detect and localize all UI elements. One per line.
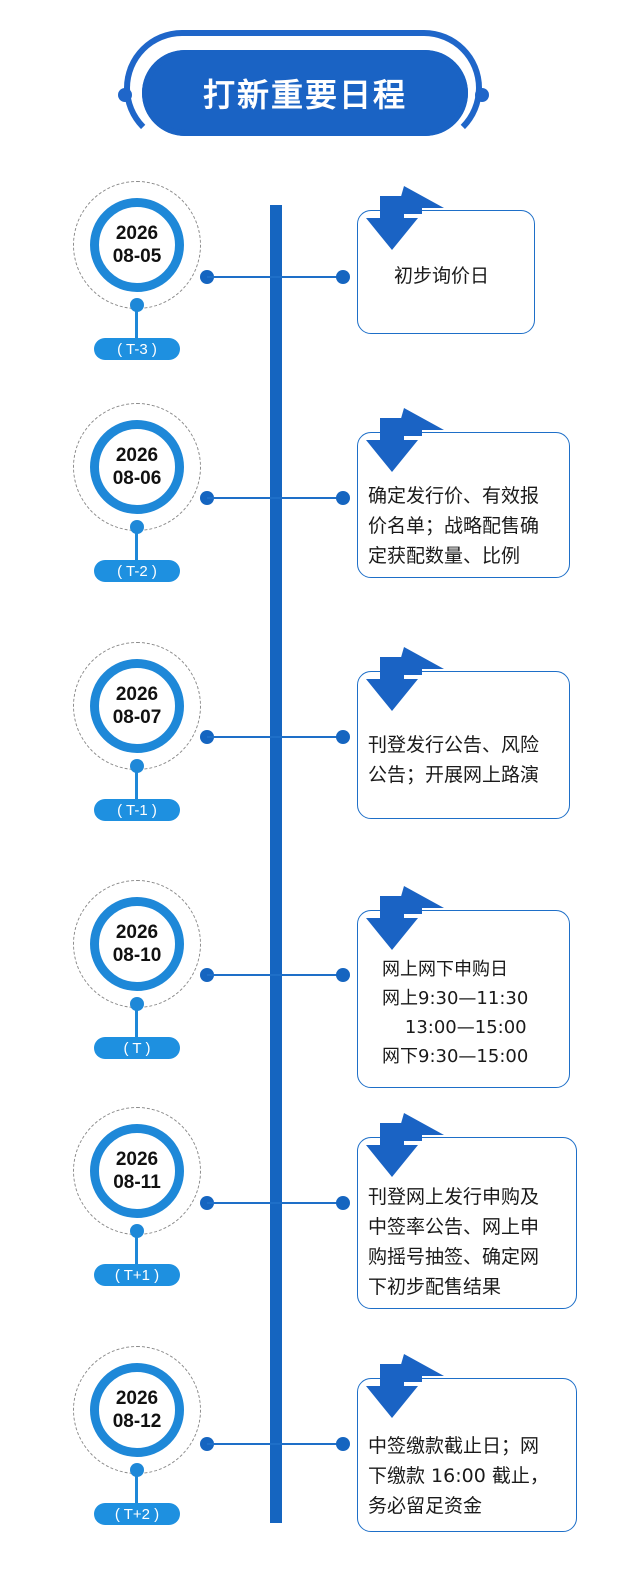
- event-text-line: 中签缴款截止日；网: [368, 1435, 540, 1457]
- stem-line: [135, 1475, 138, 1503]
- date-year: 2026: [115, 922, 159, 943]
- event-text-line: 务必留足资金: [368, 1495, 483, 1517]
- date-year: 2026: [115, 1149, 159, 1170]
- timeline-line: [270, 205, 282, 1523]
- stem-dot: [130, 997, 144, 1011]
- stem-dot: [130, 520, 144, 534]
- connector-dot-right: [336, 730, 350, 744]
- event-text-line: 定获配数量、比例: [368, 545, 521, 567]
- down-arrow-icon: [366, 408, 444, 472]
- connector-line: [207, 974, 343, 976]
- date-day: 08-11: [113, 1172, 161, 1193]
- stem-dot: [130, 1463, 144, 1477]
- title-banner-left-dot: [118, 88, 132, 102]
- date-year: 2026: [115, 445, 159, 466]
- down-arrow-icon: [366, 886, 444, 950]
- event-text-line: 价名单；战略配售确: [368, 515, 540, 537]
- connector-dot-right: [336, 491, 350, 505]
- stem-line: [135, 771, 138, 799]
- date-year: 2026: [115, 1388, 159, 1409]
- date-circle: 2026 08-07: [90, 659, 184, 753]
- event-text-line: 公告；开展网上路演: [368, 764, 540, 786]
- stem-line: [135, 532, 138, 560]
- down-arrow-icon: [366, 647, 444, 711]
- stem-line: [135, 1236, 138, 1264]
- date-circle: 2026 08-11: [90, 1124, 184, 1218]
- down-arrow-icon: [366, 1354, 444, 1418]
- event-text-line: 刊登发行公告、风险: [368, 734, 540, 756]
- stem-line: [135, 310, 138, 338]
- event-text-line: 网上网下申购日: [382, 959, 508, 980]
- t-day-badge: ( T ): [94, 1037, 180, 1059]
- page-title: 打新重要日程: [202, 76, 407, 114]
- date-day: 08-06: [112, 468, 162, 489]
- connector-line: [207, 736, 343, 738]
- event-card: 初步询价日: [357, 210, 535, 334]
- date-day: 08-12: [112, 1411, 162, 1432]
- date-day: 08-10: [112, 945, 162, 966]
- event-text-line: 13:00—15:00: [382, 1017, 527, 1038]
- t-day-badge: ( T+1 ): [94, 1264, 180, 1286]
- connector-dot-right: [336, 1437, 350, 1451]
- connector-line: [207, 497, 343, 499]
- t-day-badge: ( T-1 ): [94, 799, 180, 821]
- stem-line: [135, 1009, 138, 1037]
- t-day-badge: ( T-3 ): [94, 338, 180, 360]
- stem-dot: [130, 759, 144, 773]
- date-year: 2026: [115, 684, 159, 705]
- event-text-line: 网下9:30—15:00: [382, 1046, 529, 1067]
- event-text-line: 确定发行价、有效报: [368, 485, 540, 507]
- t-day-badge: ( T+2 ): [94, 1503, 180, 1525]
- title-banner: 打新重要日程: [142, 50, 468, 136]
- connector-line: [207, 1443, 343, 1445]
- event-text-line: 下初步配售结果: [368, 1276, 502, 1298]
- date-circle: 2026 08-06: [90, 420, 184, 514]
- event-text-line: 中签率公告、网上申: [368, 1216, 540, 1238]
- t-day-badge: ( T-2 ): [94, 560, 180, 582]
- event-text-line: 刊登网上发行申购及: [368, 1186, 540, 1208]
- connector-dot-right: [336, 968, 350, 982]
- stem-dot: [130, 1224, 144, 1238]
- event-text-line: 下缴款 16:00 截止，: [368, 1465, 549, 1487]
- title-banner-right-dot: [475, 88, 489, 102]
- date-year: 2026: [115, 223, 159, 244]
- event-text-line: 购摇号抽签、确定网: [368, 1246, 540, 1268]
- connector-dot-right: [336, 270, 350, 284]
- connector-line: [207, 1202, 343, 1204]
- event-text-line: 网上9:30—11:30: [382, 988, 529, 1009]
- date-circle: 2026 08-12: [90, 1363, 184, 1457]
- stem-dot: [130, 298, 144, 312]
- connector-dot-right: [336, 1196, 350, 1210]
- date-day: 08-05: [112, 246, 162, 267]
- date-circle: 2026 08-05: [90, 198, 184, 292]
- event-text-line: 初步询价日: [394, 265, 490, 287]
- down-arrow-icon: [366, 1113, 444, 1177]
- connector-line: [207, 276, 343, 278]
- down-arrow-icon: [366, 186, 444, 250]
- date-day: 08-07: [112, 707, 162, 728]
- date-circle: 2026 08-10: [90, 897, 184, 991]
